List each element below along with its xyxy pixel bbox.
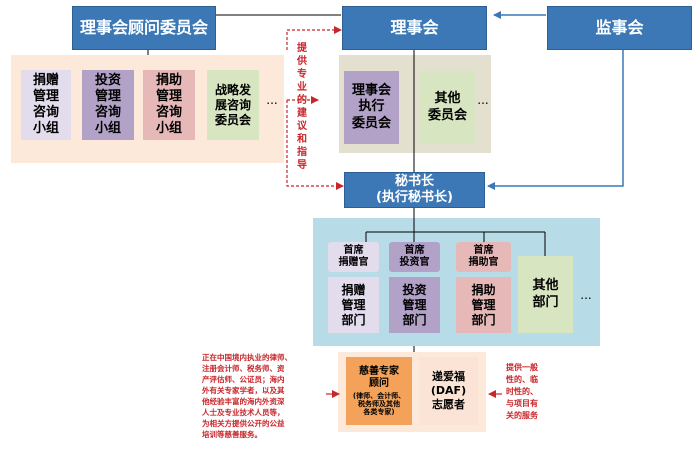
chief-grant-officer: 首席 捐助官 xyxy=(456,242,511,272)
secretary-general-box: 秘书长 (执行秘书长) xyxy=(344,172,485,208)
departments-ellipsis: ... xyxy=(580,287,592,302)
board-box: 理事会 xyxy=(342,6,487,50)
advice-guidance-note: 提供专业的建议和指导 xyxy=(297,43,307,171)
supervisors-box: 监事会 xyxy=(547,6,692,50)
daf-volunteers-box: 递爱福 (DAF) 志愿者 xyxy=(419,357,478,425)
advisory-ellipsis: ... xyxy=(266,92,278,107)
investment-department: 投资 管理 部门 xyxy=(389,277,440,333)
advice-to-secretary-arrow xyxy=(286,100,344,190)
philanthropy-advisor-detail: (律师、会计师、 税务师及其他 各类专家) xyxy=(352,391,406,417)
other-departments: 其他 部门 xyxy=(518,256,573,333)
advisory-committee-box: 理事会顾问委员会 xyxy=(72,6,216,50)
donation-advisory-group: 捐赠 管理 咨询 小组 xyxy=(21,70,71,140)
strategy-advisory-committee: 战略发 展咨询 委员会 xyxy=(207,70,259,140)
donation-department: 捐赠 管理 部门 xyxy=(328,277,379,333)
investment-advisory-group: 投资 管理 咨询 小组 xyxy=(82,70,134,140)
advice-to-board-arrow xyxy=(286,26,342,50)
philanthropy-advisor-box: 慈善专家 顾问 (律师、会计师、 税务师及其他 各类专家) xyxy=(346,357,412,425)
chief-investment-officer: 首席 投资官 xyxy=(389,242,440,272)
board-executive-committee: 理事会 执行 委员会 xyxy=(344,71,399,144)
grant-advisory-group: 捐助 管理 咨询 小组 xyxy=(143,70,195,140)
other-committees: 其他 委员会 xyxy=(420,71,475,144)
philanthropy-advisor-title: 慈善专家 顾问 xyxy=(359,365,399,389)
supervisors-to-secretary-arrow xyxy=(487,50,624,190)
left-professional-services-note: 正在中国境内执业的律师、 注册会计师、税务师、资 产评估师、公证员；海内 外有关… xyxy=(202,353,292,439)
committees-ellipsis: ... xyxy=(477,92,489,107)
right-general-services-note: 提供一般 性的、临 时性的、 与项目有 关的服务 xyxy=(506,362,538,420)
grant-department: 捐助 管理 部门 xyxy=(456,277,511,333)
chief-donation-officer: 首席 捐赠官 xyxy=(328,242,379,272)
